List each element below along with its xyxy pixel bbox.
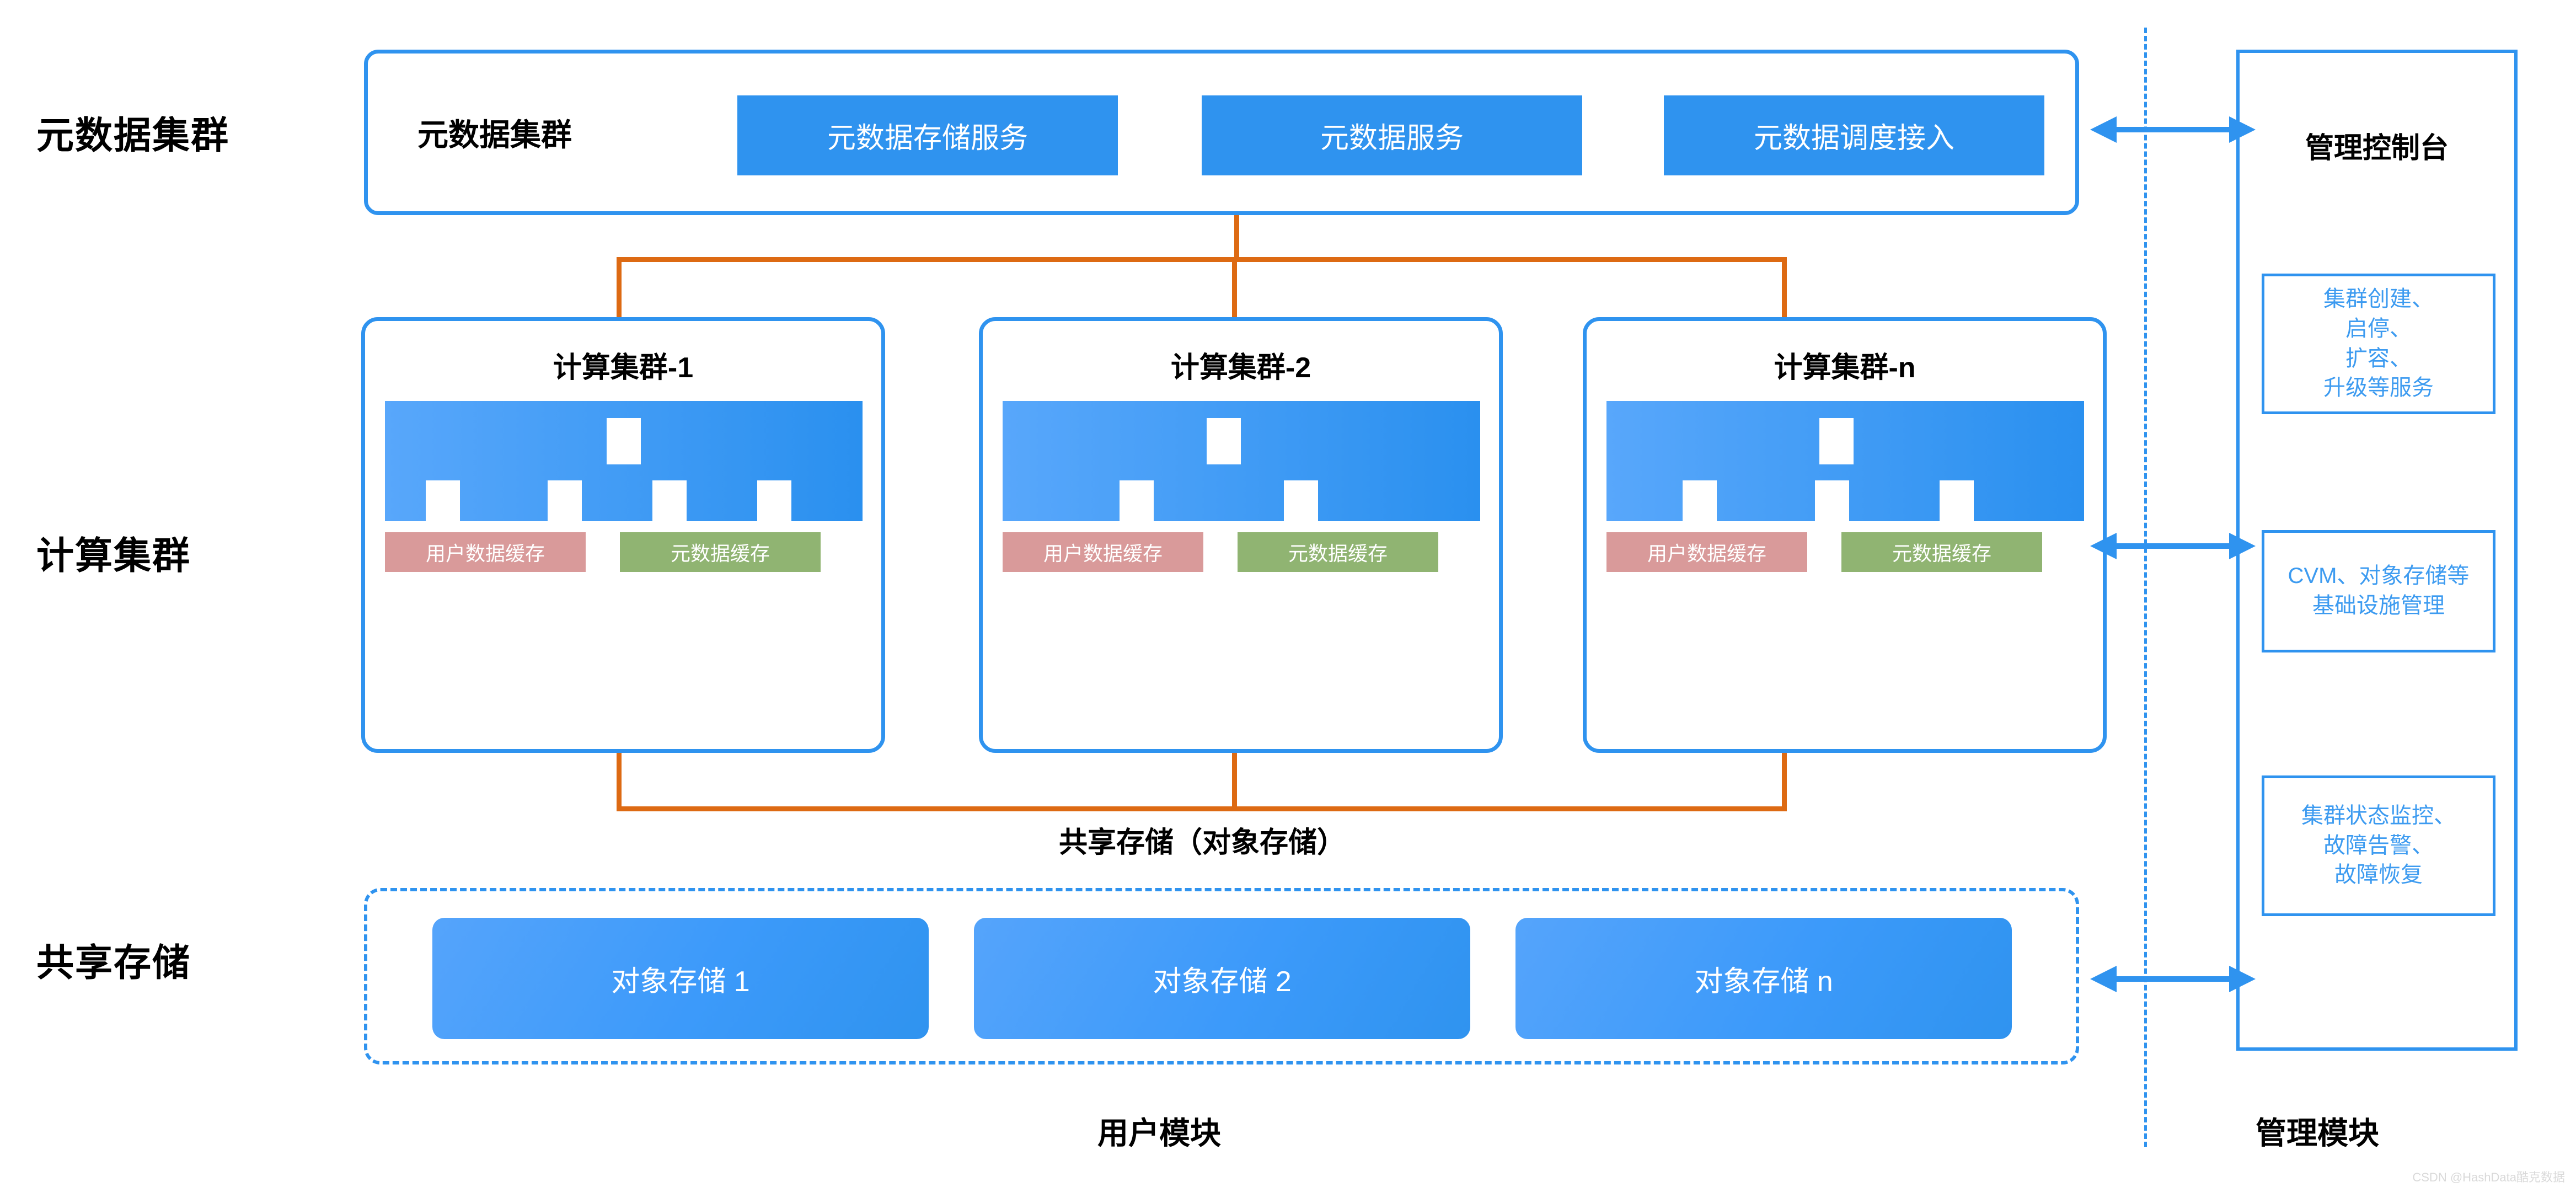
compute-node [1120,480,1154,527]
compute-node [1819,418,1854,464]
row-label-metadata-cluster: 元数据集群 [36,115,230,157]
metadata-service-chip[interactable]: 元数据服务 [1202,95,1582,175]
compute-node [607,418,641,464]
compute-node [1940,480,1974,527]
compute-node [1284,480,1318,527]
compute-cluster-2-title: 计算集群-2 [1170,352,1311,384]
metadata-cluster-card: 元数据集群 元数据存储服务 元数据服务 元数据调度接入 [364,50,2079,215]
compute-node [548,480,582,527]
compute-cluster-n-title: 计算集群-n [1774,352,1916,384]
metadata-cluster-title: 元数据集群 [417,117,572,152]
management-item-infrastructure[interactable]: CVM、对象存储等 基础设施管理 [2262,530,2495,652]
compute-cluster-2-card: 计算集群-2 用户数据缓存 元数据缓存 [979,317,1503,753]
management-console-title: 管理控制台 [2305,132,2449,164]
compute-node [426,480,460,527]
compute-node [757,480,791,527]
double-arrow-icon [2090,966,2256,992]
double-arrow-icon [2090,533,2256,559]
row-label-shared-storage: 共享存储 [36,942,191,984]
connector-rise-cluster-n [1782,750,1787,811]
metadata-storage-service-chip[interactable]: 元数据存储服务 [737,95,1118,175]
connector-bottom-bus [617,806,1787,811]
management-item-cluster-lifecycle[interactable]: 集群创建、 启停、 扩容、 升级等服务 [2262,274,2495,414]
management-console-panel: 管理控制台 集群创建、 启停、 扩容、 升级等服务 CVM、对象存储等 基础设施… [2236,50,2518,1051]
compute-cluster-2-metadata-cache: 元数据缓存 [1238,532,1438,572]
object-storage-n[interactable]: 对象存储 n [1515,918,2012,1039]
connector-drop-cluster-1 [617,257,622,323]
connector-rise-cluster-2 [1232,750,1237,811]
compute-node [1207,418,1241,464]
compute-cluster-n-metadata-cache: 元数据缓存 [1841,532,2042,572]
compute-cluster-1-card: 计算集群-1 用户数据缓存 元数据缓存 [361,317,885,753]
row-label-compute-cluster: 计算集群 [36,535,191,577]
metadata-scheduling-access-chip[interactable]: 元数据调度接入 [1664,95,2044,175]
compute-node [1815,480,1849,527]
compute-cluster-1-node-panel [385,401,863,527]
footer-label-user-module: 用户模块 [1097,1116,1221,1151]
compute-cluster-2-node-panel [1003,401,1480,527]
connector-top-bus [617,257,1787,262]
connector-rise-cluster-1 [617,750,622,811]
compute-cluster-1-user-data-cache: 用户数据缓存 [385,532,586,572]
compute-cluster-n-node-panel [1606,401,2084,527]
object-storage-1[interactable]: 对象存储 1 [432,918,929,1039]
compute-cluster-1-metadata-cache: 元数据缓存 [620,532,821,572]
shared-storage-caption: 共享存储（对象存储） [1058,827,1346,859]
connector-drop-cluster-n [1782,257,1787,323]
module-divider-dashed-line [2144,28,2147,1147]
compute-cluster-1-title: 计算集群-1 [553,352,694,384]
connector-drop-cluster-2 [1232,257,1237,323]
compute-cluster-2-user-data-cache: 用户数据缓存 [1003,532,1203,572]
connector-metadata-down-stub [1234,215,1239,260]
compute-cluster-n-user-data-cache: 用户数据缓存 [1606,532,1807,572]
object-storage-2[interactable]: 对象存储 2 [974,918,1470,1039]
double-arrow-icon [2090,116,2256,143]
management-item-monitoring[interactable]: 集群状态监控、 故障告警、 故障恢复 [2262,775,2495,916]
watermark: CSDN @HashData酷克数据 [2412,1170,2565,1184]
shared-storage-group: 对象存储 1 对象存储 2 对象存储 n [364,888,2079,1064]
compute-node [652,480,687,527]
footer-label-management-module: 管理模块 [2256,1116,2379,1151]
compute-node [1683,480,1717,527]
compute-cluster-n-card: 计算集群-n 用户数据缓存 元数据缓存 [1583,317,2107,753]
